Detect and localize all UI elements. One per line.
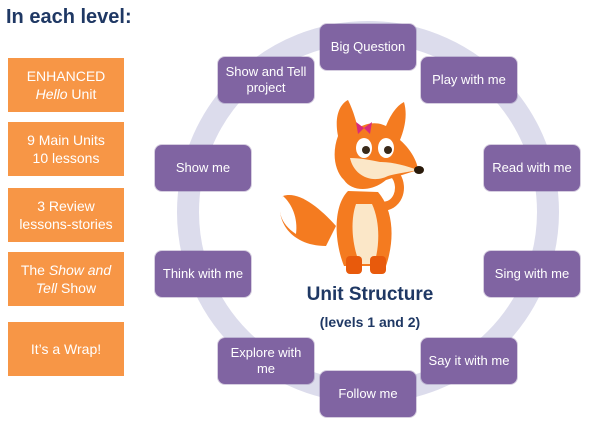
side-box-line: The Show and <box>20 262 112 278</box>
side-box-line: ENHANCED <box>26 68 106 84</box>
side-box-review-lessons: 3 Review lessons-stories <box>8 188 124 242</box>
cycle-node-sing-with-me: Sing with me <box>484 251 580 297</box>
fox-mascot-icon <box>279 100 424 274</box>
side-box-its-a-wrap: It’s a Wrap! <box>8 322 124 376</box>
side-box-line: Tell Show <box>35 280 97 296</box>
cycle-node-show-and-tell-project: Show and Tell project <box>218 57 314 103</box>
side-box-show-and-tell-show: The Show and Tell Show <box>8 252 124 306</box>
unit-structure-subtitle: (levels 1 and 2) <box>319 314 421 330</box>
cycle-arrow-icon <box>282 32 304 56</box>
cycle-node-read-with-me: Read with me <box>484 145 580 191</box>
cycle-node-follow-me: Follow me <box>320 371 416 417</box>
cycle-node-think-with-me: Think with me <box>155 251 251 297</box>
side-box-line: 3 Review <box>37 198 95 214</box>
side-box-line: Hello Unit <box>35 86 97 102</box>
side-box-line: lessons-stories <box>19 216 113 232</box>
side-box-line: 10 lessons <box>32 150 100 166</box>
cycle-node-say-it-with-me: Say it with me <box>421 338 517 384</box>
side-box-line: It’s a Wrap! <box>30 341 102 357</box>
cycle-node-show-me: Show me <box>155 145 251 191</box>
unit-structure-title: Unit Structure <box>306 284 434 305</box>
side-box-main-units: 9 Main Units 10 lessons <box>8 122 124 176</box>
side-box-enhanced-hello: ENHANCED Hello Unit <box>8 58 124 112</box>
side-box-line: 9 Main Units <box>27 132 105 148</box>
page-heading: In each level: <box>6 6 132 28</box>
cycle-node-big-question: Big Question <box>320 24 416 70</box>
cycle-node-explore-with-me: Explore with me <box>218 338 314 384</box>
cycle-node-play-with-me: Play with me <box>421 57 517 103</box>
